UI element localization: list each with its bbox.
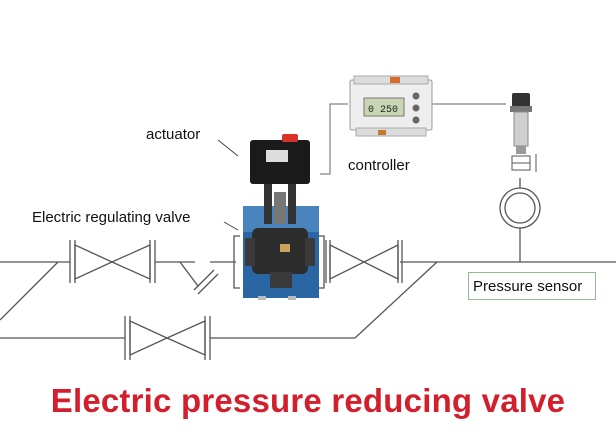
- bypass-gate-valve: [124, 316, 211, 360]
- controller-display-readout: 0 250: [368, 105, 398, 116]
- control-valve-flanges: [233, 235, 325, 289]
- main-pipe: [0, 178, 616, 339]
- gate-valve-left: [69, 240, 156, 283]
- label-regulating-valve: Electric regulating valve: [32, 209, 190, 226]
- pressure-gauge-siphon: [499, 187, 541, 229]
- strainer-symbol: [179, 261, 219, 295]
- signal-wires: [320, 103, 506, 175]
- label-actuator: actuator: [146, 126, 200, 143]
- label-pressure-sensor: Pressure sensor: [468, 272, 596, 300]
- pressure-transmitter: [510, 93, 537, 172]
- gate-valve-right: [325, 240, 403, 283]
- electric-regulating-valve-image: [243, 130, 319, 300]
- callout-lines: [217, 139, 239, 231]
- controller-device: 0 250: [349, 75, 433, 137]
- diagram-title: Electric pressure reducing valve: [50, 382, 566, 419]
- label-controller: controller: [348, 157, 410, 174]
